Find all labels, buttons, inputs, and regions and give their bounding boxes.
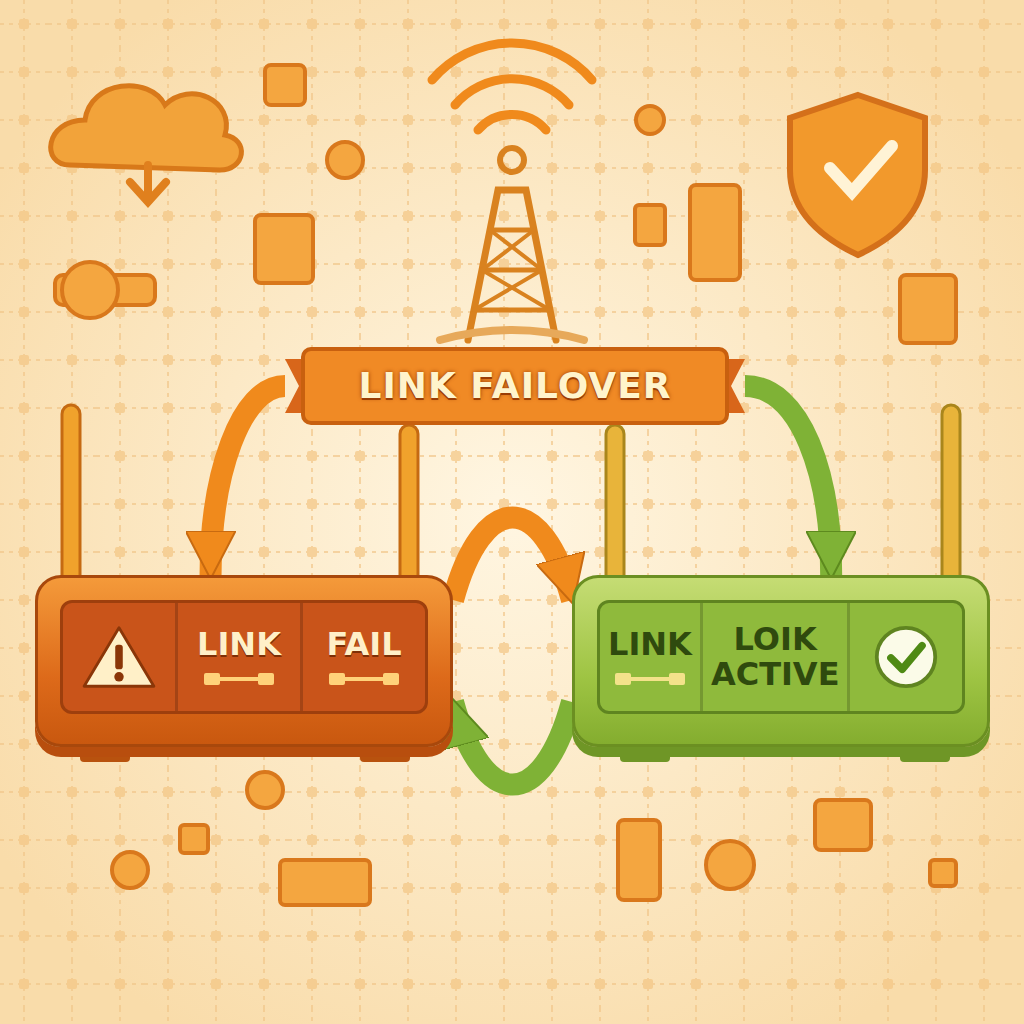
status-cell: FAIL bbox=[303, 603, 425, 711]
router-feet bbox=[80, 748, 950, 762]
cable-icon bbox=[329, 671, 399, 687]
icon-cell bbox=[63, 603, 178, 711]
icon-cell bbox=[850, 603, 962, 711]
status-cell: LINK bbox=[600, 603, 703, 711]
radio-tower bbox=[432, 43, 592, 340]
failover-arrow bbox=[745, 386, 831, 575]
status-label: LINK bbox=[197, 627, 281, 662]
status-label: LOIK ACTIVE bbox=[711, 622, 840, 692]
cable-icon bbox=[615, 671, 685, 687]
status-panel: LINK FAIL bbox=[60, 600, 428, 714]
status-cell: LINK bbox=[178, 603, 303, 711]
status-label: LINK bbox=[608, 627, 692, 662]
status-label: FAIL bbox=[326, 627, 401, 662]
status-cell: LOIK ACTIVE bbox=[703, 603, 851, 711]
router-box: LINK LOIK ACTIVE bbox=[572, 575, 990, 747]
failover-arrow bbox=[453, 518, 572, 601]
shield-icon bbox=[790, 95, 925, 255]
status-panel: LINK LOIK ACTIVE bbox=[597, 600, 965, 714]
failover-arrow bbox=[453, 702, 572, 785]
cloud-icon bbox=[51, 86, 242, 202]
cable-icon bbox=[204, 671, 274, 687]
warning-icon bbox=[81, 624, 157, 690]
title-banner: LINK FAILOVER bbox=[285, 345, 745, 427]
router-box: LINK FAIL bbox=[35, 575, 453, 747]
banner-title: LINK FAILOVER bbox=[358, 366, 671, 406]
device-icons bbox=[55, 65, 956, 905]
failover-arrow bbox=[211, 386, 285, 575]
check-icon bbox=[873, 624, 939, 690]
